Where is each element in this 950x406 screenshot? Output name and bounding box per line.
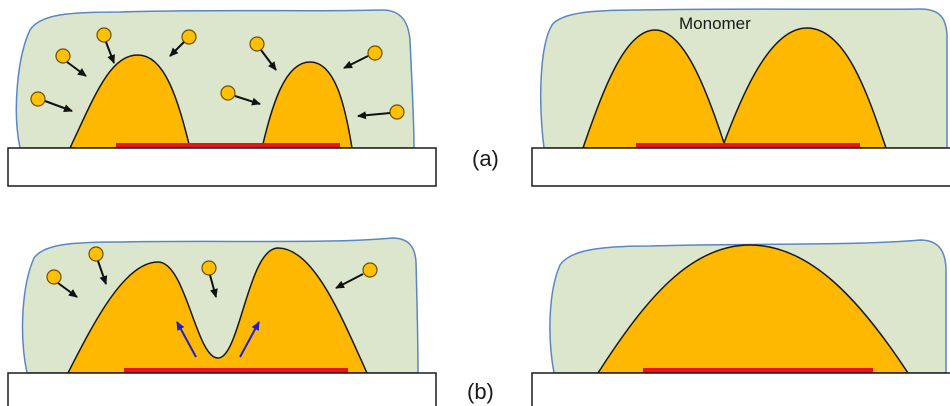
solution-region [15, 9, 415, 149]
monomer-particle-icon [367, 45, 383, 61]
monomer-particle-icon [30, 91, 46, 107]
monomer-particle-icon [249, 36, 265, 52]
diffusion-arrow-icon [209, 274, 218, 298]
monomer-particle-icon [389, 104, 405, 120]
polymer-nucleus [261, 61, 353, 149]
panel-a-left [7, 9, 437, 187]
diffusion-arrow-icon [343, 55, 369, 69]
monomer-group [30, 27, 405, 120]
diffusion-arrow-icon [260, 49, 277, 71]
growth-arrow-icon [176, 321, 197, 358]
diffusion-arrow-icon [57, 282, 78, 298]
monomer-particle-icon [96, 27, 112, 43]
panel-a-right: Monomer [531, 8, 950, 187]
monomer-particle-icon [55, 48, 71, 64]
diffusion-arrow-icon [105, 41, 115, 64]
panel-b-right [531, 239, 950, 406]
monomer-particle-icon [220, 85, 236, 101]
monomer-label: Monomer [679, 14, 751, 33]
electrode [124, 368, 348, 373]
panel-label-b: (b) [467, 379, 494, 404]
substrate [531, 147, 950, 187]
diffusion-arrow-icon [357, 111, 391, 120]
panel-label-a: (a) [472, 146, 499, 171]
monomer-group [46, 246, 378, 298]
substrate [531, 372, 950, 406]
panel-b-left [7, 237, 437, 406]
diffusion-arrow-icon [234, 95, 261, 106]
monomer-particle-icon [46, 269, 62, 285]
monomer-particle-icon [181, 29, 197, 45]
polymer-film [596, 244, 910, 374]
electrode [643, 368, 873, 373]
polymer-film [66, 247, 369, 374]
diffusion-arrow-icon [97, 260, 108, 285]
diffusion-arrow-icon [335, 273, 364, 289]
substrate [7, 147, 437, 187]
monomer-particle-icon [362, 262, 378, 278]
electrode [636, 143, 860, 148]
substrate [7, 372, 437, 406]
monomer-particle-icon [88, 246, 104, 262]
monomer-particle-icon [201, 260, 217, 276]
electrode [116, 143, 340, 148]
diffusion-arrow-icon [169, 41, 185, 57]
polymer-film [581, 27, 888, 149]
polymer-nucleus [68, 54, 191, 149]
diffusion-arrow-icon [44, 100, 73, 112]
diffusion-arrow-icon [66, 61, 87, 77]
growth-arrow-icon [239, 321, 260, 358]
